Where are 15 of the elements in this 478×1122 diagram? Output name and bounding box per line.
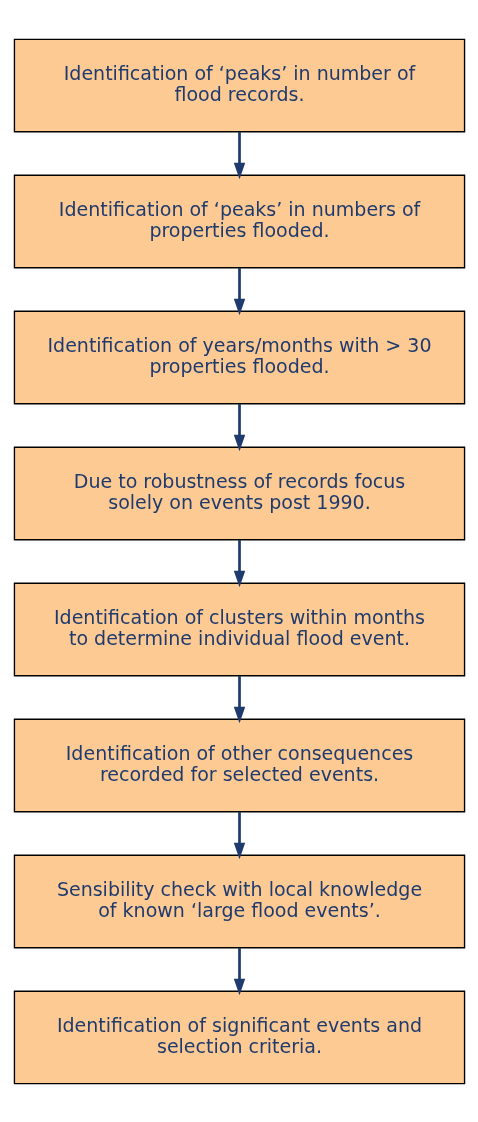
node-box: Identification of other consequences recorded for selected events.	[13, 718, 465, 812]
arrow	[233, 811, 245, 859]
node-box: Sensibility check with local knowledge of known ‘large flood events’.	[13, 854, 465, 948]
arrow	[233, 131, 245, 179]
node-box: Identification of clusters within months to determine individual flood event.	[13, 582, 465, 676]
node-box: Due to robustness of records focus solely on events post 1990.	[13, 446, 465, 540]
arrow	[233, 947, 245, 995]
node-box: Identification of significant events and selection criteria.	[13, 990, 465, 1084]
node-box: Identification of ‘peaks’ in numbers of properties flooded.	[13, 174, 465, 268]
arrow	[233, 675, 245, 723]
node-box: Identification of years/months with > 30 properties flooded.	[13, 310, 465, 404]
arrow	[233, 403, 245, 451]
arrow	[233, 267, 245, 315]
node-box: Identification of ‘peaks’ in number of flood records.	[13, 38, 465, 132]
arrow	[233, 539, 245, 587]
